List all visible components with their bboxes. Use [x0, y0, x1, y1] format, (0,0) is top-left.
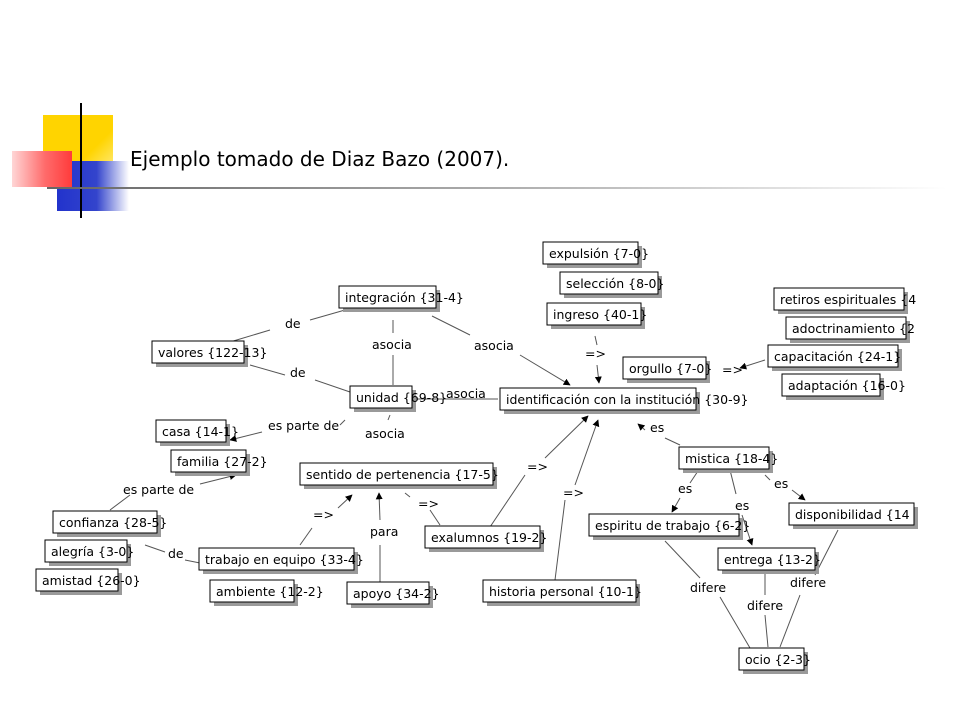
edge-label: =>: [418, 496, 439, 511]
node-ocio[interactable]: ocio {2-3}: [738, 647, 811, 674]
node-integracion[interactable]: integración {31-4}: [338, 285, 464, 312]
node-espiritu-de-trabajo[interactable]: espiritu de trabajo {6-2}: [588, 513, 750, 540]
edge-label: es: [650, 420, 664, 435]
node-label: mistica {18-4}: [685, 451, 778, 466]
node-label: amistad {26-0}: [42, 573, 141, 588]
edge-label: es parte de: [268, 418, 339, 433]
edges: [109, 309, 839, 649]
node-label: historia personal {10-1}: [489, 584, 642, 599]
node-label: entrega {13-2}: [724, 552, 821, 567]
node-orgullo[interactable]: orgullo {7-0}: [622, 356, 712, 383]
node-unidad[interactable]: unidad {69-8}: [349, 385, 447, 412]
edge-label: difere: [747, 598, 783, 613]
edge-labels: de asocia asocia de asocia es parte de a…: [123, 316, 826, 613]
edge-label: de: [285, 316, 301, 331]
edge-label: asocia: [474, 338, 514, 353]
node-retiros[interactable]: retiros espirituales {4: [773, 287, 916, 314]
node-label: expulsión {7-0}: [549, 246, 649, 261]
node-label: valores {122-13}: [158, 345, 267, 360]
node-label: capacitación {24-1}: [774, 349, 901, 364]
edge-label: de: [168, 546, 184, 561]
edge-label: difere: [690, 580, 726, 595]
node-capacitacion[interactable]: capacitación {24-1}: [767, 344, 902, 371]
edge-label: para: [370, 524, 398, 539]
node-historia-personal[interactable]: historia personal {10-1}: [482, 579, 642, 606]
node-label: identificación con la institución {30-9}: [506, 392, 748, 407]
edge-label: es: [774, 476, 788, 491]
edge-label: es: [735, 498, 749, 513]
node-disponibilidad[interactable]: disponibilidad {14: [788, 502, 918, 529]
node-label: trabajo en equipo {33-4}: [205, 552, 364, 567]
node-label: familia {27-2}: [177, 454, 268, 469]
node-alegria[interactable]: alegría {3-0}: [44, 539, 134, 566]
node-label: retiros espirituales {4: [780, 292, 916, 307]
node-label: exalumnos {19-2}: [431, 530, 547, 545]
node-label: espiritu de trabajo {6-2}: [595, 518, 750, 533]
edge-label: de: [290, 365, 306, 380]
edge-label: =>: [313, 507, 334, 522]
node-seleccion[interactable]: selección {8-0}: [559, 271, 664, 298]
node-label: integración {31-4}: [345, 290, 464, 305]
red-square-decoration: [12, 151, 72, 187]
node-exalumnos[interactable]: exalumnos {19-2}: [424, 525, 547, 552]
node-label: casa {14-1}: [162, 424, 239, 439]
edge-label: asocia: [446, 386, 486, 401]
node-mistica[interactable]: mistica {18-4}: [678, 446, 778, 473]
node-familia[interactable]: familia {27-2}: [170, 449, 268, 476]
edge-label: =>: [585, 346, 606, 361]
node-label: unidad {69-8}: [356, 390, 447, 405]
edge-label: asocia: [365, 426, 405, 441]
node-confianza[interactable]: confianza {28-5}: [52, 510, 167, 537]
node-label: orgullo {7-0}: [629, 361, 712, 376]
edge-label: es: [678, 481, 692, 496]
node-apoyo[interactable]: apoyo {34-2}: [346, 581, 440, 608]
node-label: alegría {3-0}: [51, 544, 134, 559]
node-label: disponibilidad {14: [795, 507, 910, 522]
node-expulsion[interactable]: expulsión {7-0}: [542, 241, 649, 268]
vertical-rule: [80, 103, 82, 218]
node-amistad[interactable]: amistad {26-0}: [35, 568, 141, 595]
node-casa[interactable]: casa {14-1}: [155, 419, 239, 446]
node-valores[interactable]: valores {122-13}: [151, 340, 267, 367]
node-label: ocio {2-3}: [745, 652, 811, 667]
node-label: apoyo {34-2}: [353, 586, 440, 601]
node-adoctrinamiento[interactable]: adoctrinamiento {2: [785, 316, 915, 343]
slide-title: Ejemplo tomado de Diaz Bazo (2007).: [130, 147, 510, 171]
node-entrega[interactable]: entrega {13-2}: [717, 547, 821, 574]
node-ingreso[interactable]: ingreso {40-1}: [546, 302, 647, 329]
node-label: ambiente {12-2}: [216, 584, 324, 599]
edge-label: =>: [527, 459, 548, 474]
edge-label: =>: [563, 485, 584, 500]
node-sentido[interactable]: sentido de pertenencia {17-5}: [299, 462, 499, 489]
node-label: adaptación {16-0}: [788, 378, 906, 393]
edge-label: asocia: [372, 337, 412, 352]
edge-label: es parte de: [123, 482, 194, 497]
node-label: selección {8-0}: [566, 276, 664, 291]
node-adaptacion[interactable]: adaptación {16-0}: [781, 373, 906, 400]
node-identificacion[interactable]: identificación con la institución {30-9}: [499, 387, 748, 414]
edge-label: =>: [722, 362, 743, 377]
node-label: adoctrinamiento {2: [792, 321, 915, 336]
node-label: ingreso {40-1}: [553, 307, 647, 322]
node-label: sentido de pertenencia {17-5}: [306, 467, 499, 482]
node-trabajo-en-equipo[interactable]: trabajo en equipo {33-4}: [198, 547, 364, 574]
node-label: confianza {28-5}: [59, 515, 167, 530]
horizontal-rule: [47, 187, 947, 189]
node-ambiente[interactable]: ambiente {12-2}: [209, 579, 324, 606]
edge-label: difere: [790, 575, 826, 590]
